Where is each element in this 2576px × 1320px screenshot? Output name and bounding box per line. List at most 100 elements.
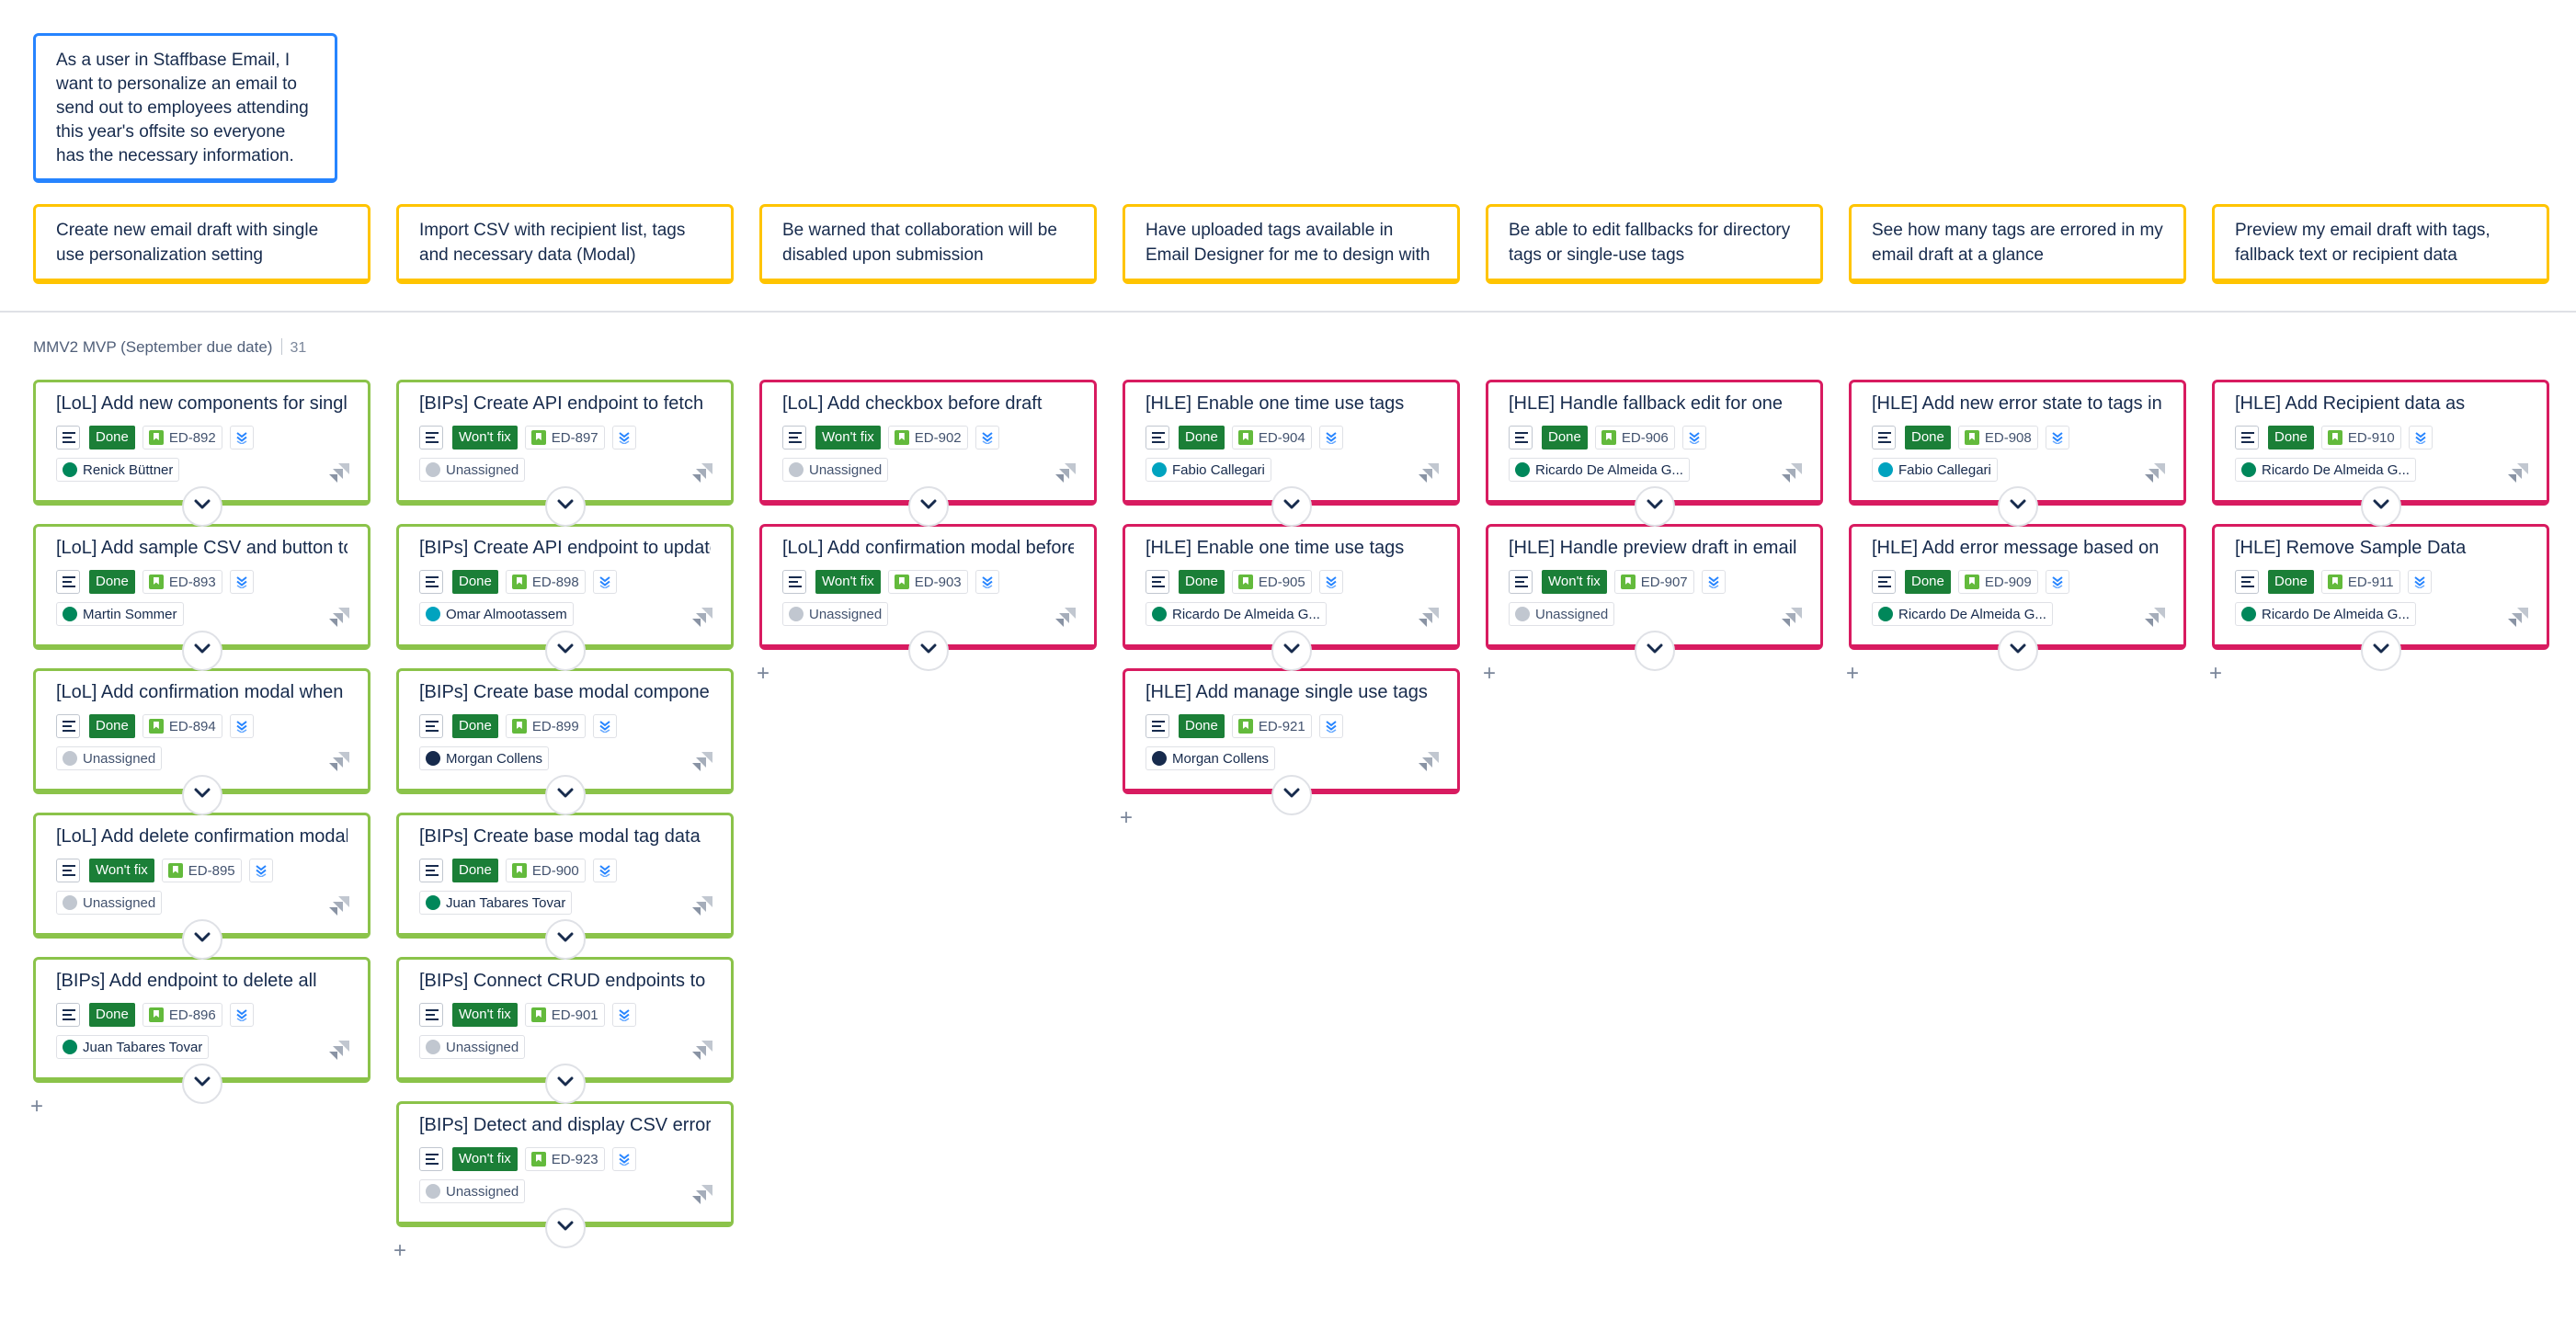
expand-button[interactable] bbox=[1634, 486, 1675, 527]
issue-key-badge[interactable]: ED-909 bbox=[1957, 570, 2038, 594]
expand-button[interactable] bbox=[544, 486, 586, 527]
status-badge[interactable]: Done bbox=[1542, 426, 1588, 449]
priority-lowest-icon[interactable] bbox=[2407, 570, 2432, 594]
priority-lowest-icon[interactable] bbox=[229, 1003, 254, 1027]
description-lines-icon[interactable] bbox=[56, 859, 80, 882]
expand-button[interactable] bbox=[544, 1208, 586, 1248]
epic-card[interactable]: As a user in Staffbase Email, I want to … bbox=[33, 33, 337, 183]
assignee-chip[interactable]: Morgan Collens bbox=[419, 746, 550, 770]
expand-button[interactable] bbox=[544, 775, 586, 815]
assignee-chip[interactable]: Omar Almootassem bbox=[419, 602, 574, 626]
status-badge[interactable]: Won't fix bbox=[1542, 570, 1607, 594]
assignee-chip[interactable]: Martin Sommer bbox=[56, 602, 184, 626]
issue-key-badge[interactable]: ED-904 bbox=[1231, 426, 1312, 449]
priority-lowest-icon[interactable] bbox=[975, 426, 999, 449]
add-story-button[interactable]: + bbox=[757, 661, 770, 686]
priority-lowest-icon[interactable] bbox=[2408, 426, 2433, 449]
assignee-chip[interactable]: Juan Tabares Tovar bbox=[56, 1035, 210, 1059]
assignee-chip[interactable]: Fabio Callegari bbox=[1872, 458, 1998, 482]
expand-button[interactable] bbox=[544, 631, 586, 671]
assignee-chip[interactable]: Ricardo De Almeida G... bbox=[2235, 458, 2416, 482]
add-story-button[interactable]: + bbox=[2209, 661, 2223, 686]
add-story-button[interactable]: + bbox=[1120, 805, 1134, 830]
priority-lowest-icon[interactable] bbox=[2045, 426, 2069, 449]
expand-button[interactable] bbox=[907, 486, 949, 527]
assignee-chip[interactable]: Unassigned bbox=[419, 1179, 526, 1203]
priority-lowest-icon[interactable] bbox=[592, 714, 617, 738]
assignee-chip[interactable]: Ricardo De Almeida G... bbox=[1146, 602, 1327, 626]
issue-key-badge[interactable]: ED-899 bbox=[505, 714, 586, 738]
assignee-chip[interactable]: Fabio Callegari bbox=[1146, 458, 1271, 482]
expand-button[interactable] bbox=[181, 775, 222, 815]
status-badge[interactable]: Done bbox=[1905, 570, 1951, 594]
add-story-button[interactable]: + bbox=[393, 1238, 407, 1263]
assignee-chip[interactable]: Ricardo De Almeida G... bbox=[1872, 602, 2053, 626]
issue-key-badge[interactable]: ED-898 bbox=[505, 570, 586, 594]
description-lines-icon[interactable] bbox=[2235, 426, 2259, 449]
feature-card[interactable]: Have uploaded tags available in Email De… bbox=[1123, 204, 1460, 284]
feature-card[interactable]: Be warned that collaboration will be dis… bbox=[759, 204, 1097, 284]
description-lines-icon[interactable] bbox=[56, 714, 80, 738]
issue-key-badge[interactable]: ED-905 bbox=[1231, 570, 1312, 594]
feature-card[interactable]: Preview my email draft with tags, fallba… bbox=[2212, 204, 2549, 284]
priority-lowest-icon[interactable] bbox=[592, 570, 617, 594]
expand-button[interactable] bbox=[181, 631, 222, 671]
issue-key-badge[interactable]: ED-894 bbox=[142, 714, 222, 738]
status-badge[interactable]: Won't fix bbox=[89, 859, 154, 882]
issue-key-badge[interactable]: ED-907 bbox=[1613, 570, 1694, 594]
priority-lowest-icon[interactable] bbox=[1318, 426, 1343, 449]
status-badge[interactable]: Done bbox=[1179, 426, 1225, 449]
status-badge[interactable]: Done bbox=[1905, 426, 1951, 449]
status-badge[interactable]: Won't fix bbox=[815, 426, 881, 449]
assignee-chip[interactable]: Unassigned bbox=[419, 1035, 526, 1059]
description-lines-icon[interactable] bbox=[1509, 426, 1533, 449]
issue-key-badge[interactable]: ED-897 bbox=[524, 426, 605, 449]
status-badge[interactable]: Done bbox=[452, 714, 498, 738]
status-badge[interactable]: Done bbox=[452, 570, 498, 594]
assignee-chip[interactable]: Unassigned bbox=[419, 458, 526, 482]
description-lines-icon[interactable] bbox=[1146, 570, 1169, 594]
expand-button[interactable] bbox=[1634, 631, 1675, 671]
issue-key-badge[interactable]: ED-902 bbox=[887, 426, 968, 449]
description-lines-icon[interactable] bbox=[419, 859, 443, 882]
assignee-chip[interactable]: Unassigned bbox=[56, 746, 163, 770]
issue-key-badge[interactable]: ED-908 bbox=[1957, 426, 2038, 449]
expand-button[interactable] bbox=[544, 919, 586, 960]
priority-lowest-icon[interactable] bbox=[1318, 570, 1343, 594]
expand-button[interactable] bbox=[1997, 631, 2038, 671]
feature-card[interactable]: Import CSV with recipient list, tags and… bbox=[396, 204, 734, 284]
description-lines-icon[interactable] bbox=[56, 1003, 80, 1027]
description-lines-icon[interactable] bbox=[782, 570, 806, 594]
feature-card[interactable]: Be able to edit fallbacks for directory … bbox=[1486, 204, 1823, 284]
status-badge[interactable]: Won't fix bbox=[452, 426, 518, 449]
add-story-button[interactable]: + bbox=[1483, 661, 1497, 686]
status-badge[interactable]: Done bbox=[1179, 570, 1225, 594]
priority-lowest-icon[interactable] bbox=[229, 570, 254, 594]
feature-card[interactable]: See how many tags are errored in my emai… bbox=[1849, 204, 2186, 284]
assignee-chip[interactable]: Unassigned bbox=[782, 602, 889, 626]
expand-button[interactable] bbox=[1997, 486, 2038, 527]
expand-button[interactable] bbox=[1271, 631, 1312, 671]
assignee-chip[interactable]: Unassigned bbox=[782, 458, 889, 482]
description-lines-icon[interactable] bbox=[419, 714, 443, 738]
description-lines-icon[interactable] bbox=[419, 1147, 443, 1171]
issue-key-badge[interactable]: ED-910 bbox=[2320, 426, 2401, 449]
issue-key-badge[interactable]: ED-901 bbox=[524, 1003, 605, 1027]
status-badge[interactable]: Won't fix bbox=[452, 1003, 518, 1027]
description-lines-icon[interactable] bbox=[1509, 570, 1533, 594]
priority-lowest-icon[interactable] bbox=[1318, 714, 1343, 738]
issue-key-badge[interactable]: ED-921 bbox=[1231, 714, 1312, 738]
description-lines-icon[interactable] bbox=[1872, 426, 1896, 449]
status-badge[interactable]: Done bbox=[2268, 570, 2314, 594]
feature-card[interactable]: Create new email draft with single use p… bbox=[33, 204, 370, 284]
